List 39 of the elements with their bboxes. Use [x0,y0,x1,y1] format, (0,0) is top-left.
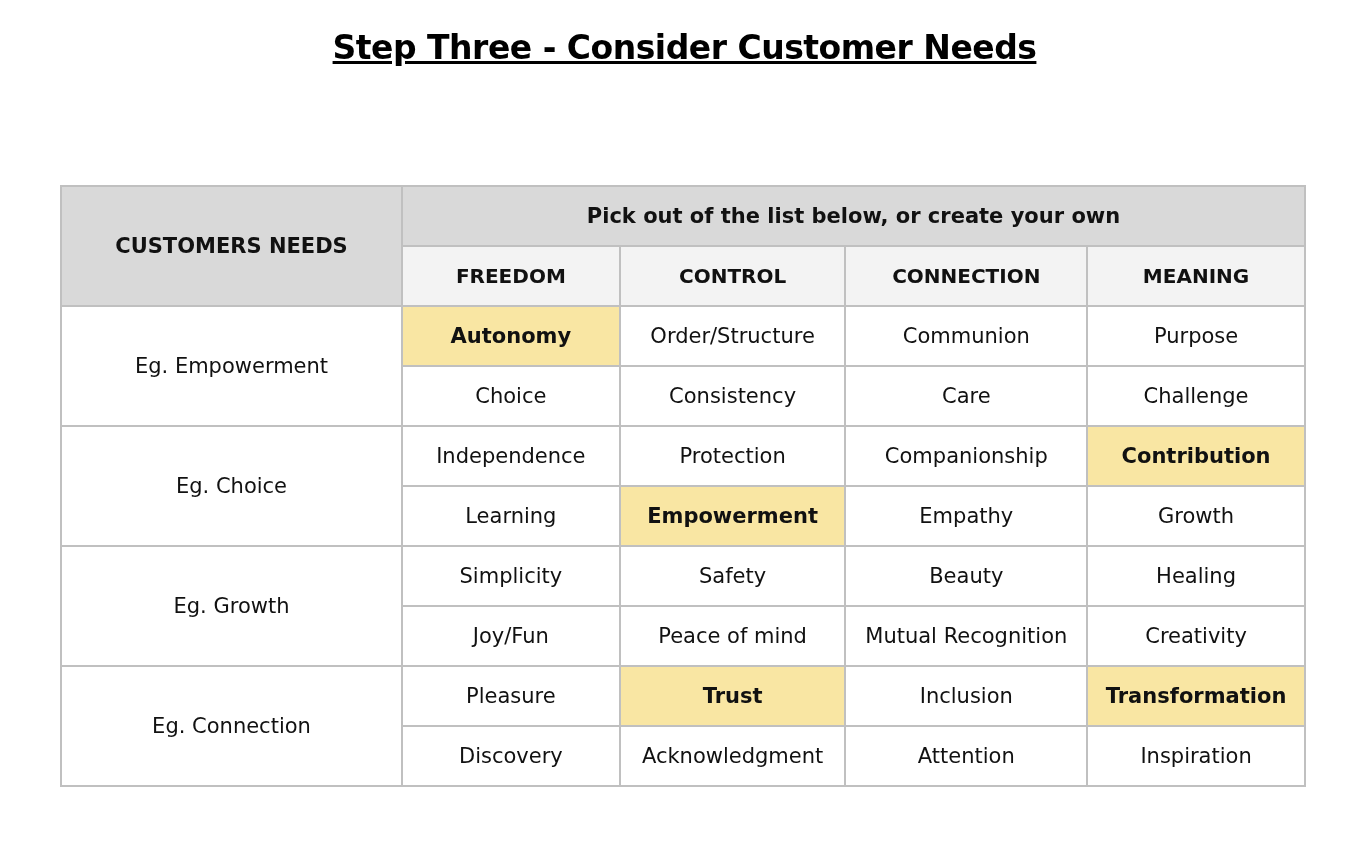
row-label: Eg. Choice [61,426,402,546]
table-cell: Companionship [845,426,1088,486]
table-cell: Care [845,366,1088,426]
table-cell: Independence [402,426,620,486]
table-cell: Empathy [845,486,1088,546]
table-cell: Mutual Recognition [845,606,1088,666]
header-cell: Pick out of the list below, or create your own [402,186,1305,246]
highlighted-cell: Contribution [1087,426,1305,486]
table-cell: Joy/Fun [402,606,620,666]
header-cell: CUSTOMERS NEEDS [61,186,402,306]
table-cell: Learning [402,486,620,546]
column-header: FREEDOM [402,246,620,306]
row-label: Eg. Empowerment [61,306,402,426]
column-header: CONTROL [619,246,846,306]
table-cell: Safety [619,546,846,606]
page-title: Step Three - Consider Customer Needs [332,28,1037,67]
column-header: MEANING [1087,246,1305,306]
highlighted-cell: Transformation [1087,666,1305,726]
row-label: Eg. Growth [61,546,402,666]
table-cell: Inspiration [1087,726,1305,786]
table-cell: Order/Structure [619,306,846,366]
table-cell: Choice [402,366,620,426]
highlighted-cell: Autonomy [402,306,620,366]
table-cell: Inclusion [845,666,1088,726]
table-cell: Consistency [619,366,846,426]
table-cell: Healing [1087,546,1305,606]
table-cell: Growth [1087,486,1305,546]
table-cell: Simplicity [402,546,620,606]
table-cell: Discovery [402,726,620,786]
highlighted-cell: Empowerment [619,486,846,546]
table-cell: Attention [845,726,1088,786]
table-cell: Beauty [845,546,1088,606]
table-cell: Pleasure [402,666,620,726]
table-cell: Acknowledgment [619,726,846,786]
column-header: CONNECTION [845,246,1088,306]
highlighted-cell: Trust [619,666,846,726]
table-cell: Communion [845,306,1088,366]
row-label: Eg. Connection [61,666,402,786]
table-cell: Purpose [1087,306,1305,366]
